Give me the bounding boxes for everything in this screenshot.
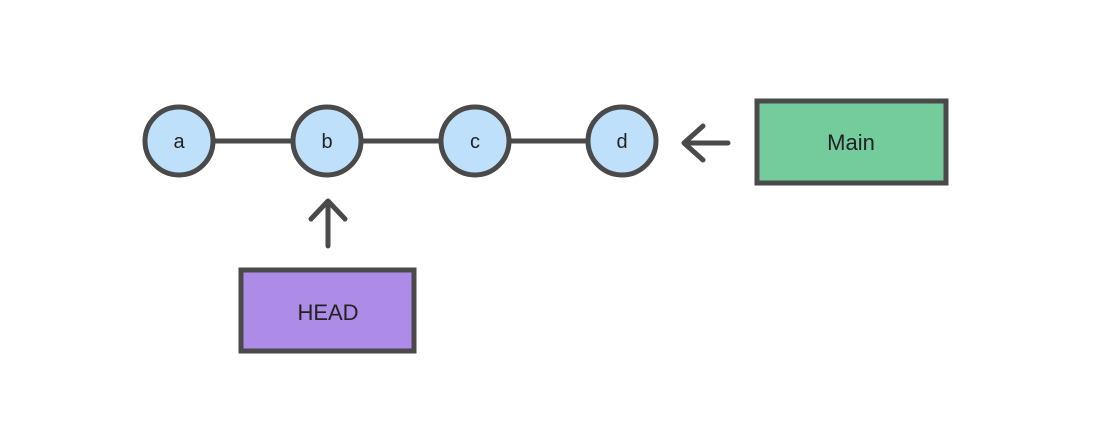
commit-c-label: c (470, 131, 480, 153)
commit-c: c (438, 104, 512, 178)
commit-b: b (290, 104, 364, 178)
head-ref: HEAD (238, 267, 417, 354)
commit-b-label: b (321, 131, 332, 153)
commit-d: d (585, 104, 659, 178)
head-arrow-icon (308, 198, 348, 249)
commit-a: a (142, 104, 216, 178)
main-branch-label: Main (827, 130, 875, 155)
head-ref-label: HEAD (297, 300, 358, 325)
commit-d-label: d (616, 131, 627, 153)
main-arrow-icon (681, 123, 731, 163)
main-branch-ref: Main (754, 98, 949, 186)
commit-a-label: a (173, 131, 185, 153)
